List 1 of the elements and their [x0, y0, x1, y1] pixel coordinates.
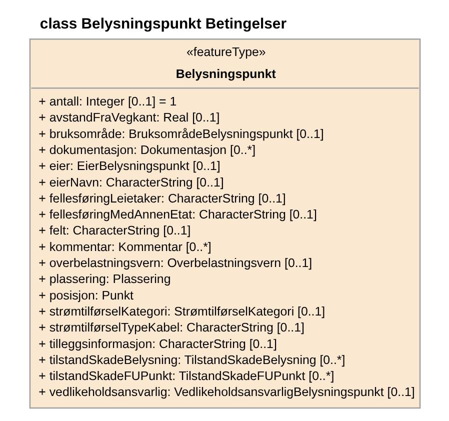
diagram-title: class Belysningspunkt Betingelser: [39, 16, 286, 33]
